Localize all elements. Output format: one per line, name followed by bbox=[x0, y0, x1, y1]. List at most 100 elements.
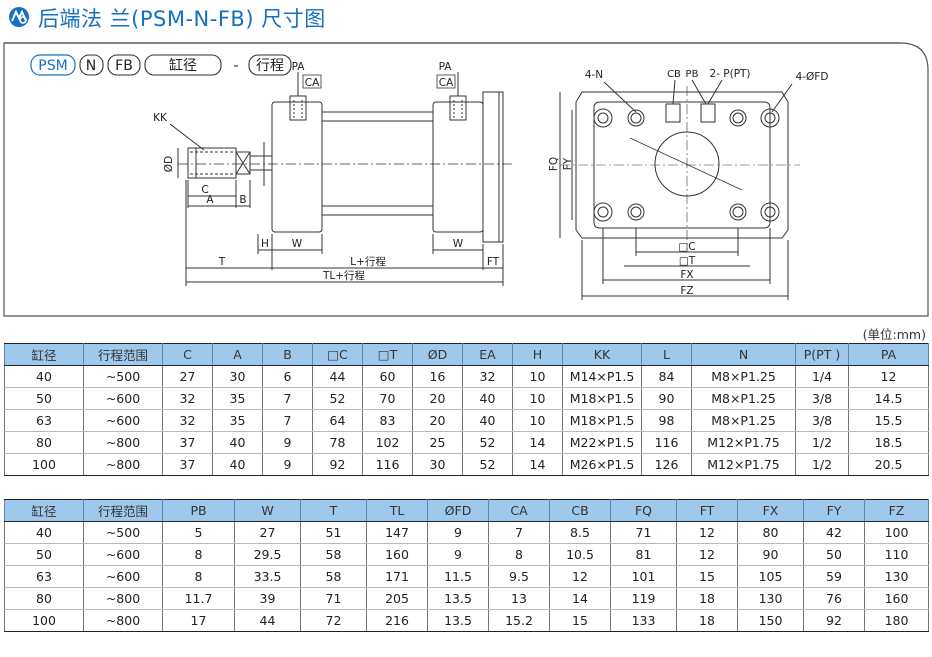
table-cell: 64 bbox=[312, 409, 363, 432]
table-cell: 10 bbox=[512, 365, 563, 388]
table-cell: 205 bbox=[366, 587, 428, 610]
label-h: H bbox=[261, 238, 269, 250]
table-cell: 10.5 bbox=[549, 543, 611, 566]
order-code-bore: 缸径 bbox=[169, 57, 197, 74]
table-cell: 39 bbox=[234, 587, 301, 610]
label-t: T bbox=[218, 256, 226, 268]
table-cell: 30 bbox=[212, 365, 263, 388]
table-cell: 18 bbox=[676, 609, 738, 632]
side-view bbox=[169, 72, 512, 286]
table-cell: 71 bbox=[300, 587, 367, 610]
table-cell: 50 bbox=[4, 387, 84, 410]
label-cb: CB bbox=[667, 69, 681, 80]
table-cell: 9 bbox=[262, 431, 313, 454]
table-cell: 30 bbox=[412, 453, 463, 476]
table-cell: 15.2 bbox=[488, 609, 550, 632]
column-header: □C bbox=[312, 343, 363, 366]
label-od: ØD bbox=[163, 156, 175, 172]
table-cell: 8 bbox=[488, 543, 550, 566]
label-ca-left: CA bbox=[305, 77, 320, 89]
order-code-series: PSM bbox=[38, 58, 67, 74]
label-fx: FX bbox=[680, 269, 693, 281]
column-header: KK bbox=[562, 343, 642, 366]
table-cell: 44 bbox=[234, 609, 301, 632]
column-header: □T bbox=[362, 343, 413, 366]
table-cell: 6 bbox=[262, 365, 313, 388]
table-cell: 160 bbox=[864, 587, 929, 610]
label-square-c: □C bbox=[678, 241, 695, 253]
table-cell: 40 bbox=[462, 387, 513, 410]
label-2-p-pt: 2- P(PT) bbox=[709, 68, 750, 80]
column-header: B bbox=[262, 343, 313, 366]
table-cell: 50 bbox=[4, 543, 84, 566]
table-cell: 9.5 bbox=[488, 565, 550, 588]
table-cell: 10 bbox=[512, 387, 563, 410]
dimension-drawing: PSM N FB 缸径 - 行程 bbox=[3, 42, 929, 317]
order-code-bore-box bbox=[144, 54, 222, 76]
table-cell: 98 bbox=[641, 409, 692, 432]
table-cell: 160 bbox=[366, 543, 428, 566]
table-cell: 130 bbox=[737, 587, 804, 610]
table-cell: ~500 bbox=[83, 521, 163, 544]
table-cell: 13 bbox=[488, 587, 550, 610]
column-header: EA bbox=[462, 343, 513, 366]
table-cell: 35 bbox=[212, 409, 263, 432]
table-cell: 9 bbox=[427, 543, 489, 566]
column-header: 缸径 bbox=[4, 343, 84, 366]
table-cell: 8.5 bbox=[549, 521, 611, 544]
label-fy: FY bbox=[562, 157, 574, 170]
table-cell: 35 bbox=[212, 387, 263, 410]
table-cell: M14×P1.5 bbox=[562, 365, 642, 388]
table-cell: 80 bbox=[737, 521, 804, 544]
table-cell: 18 bbox=[676, 587, 738, 610]
table-cell: 32 bbox=[162, 387, 213, 410]
column-header: FY bbox=[803, 499, 865, 522]
table-cell: 133 bbox=[610, 609, 677, 632]
table-cell: M12×P1.75 bbox=[691, 453, 796, 476]
column-header: 缸径 bbox=[4, 499, 84, 522]
table-cell: 12 bbox=[549, 565, 611, 588]
column-header: 行程范围 bbox=[83, 499, 163, 522]
table-cell: M26×P1.5 bbox=[562, 453, 642, 476]
column-header: CA bbox=[488, 499, 550, 522]
table-cell: 37 bbox=[162, 453, 213, 476]
label-c: C bbox=[201, 184, 208, 196]
table-cell: 5 bbox=[162, 521, 235, 544]
column-header: A bbox=[212, 343, 263, 366]
label-pa-left: PA bbox=[292, 61, 306, 73]
table-cell: 1/4 bbox=[795, 365, 849, 388]
page-title: 后端法 兰(PSM-N-FB) 尺寸图 bbox=[38, 7, 326, 31]
table-cell: 60 bbox=[362, 365, 413, 388]
table-cell: ~500 bbox=[83, 365, 163, 388]
table-cell: 9 bbox=[427, 521, 489, 544]
table-cell: ~600 bbox=[83, 409, 163, 432]
table-cell: M18×P1.5 bbox=[562, 409, 642, 432]
table-cell: 52 bbox=[462, 453, 513, 476]
table-cell: ~800 bbox=[83, 587, 163, 610]
column-header: PB bbox=[162, 499, 235, 522]
table-cell: 150 bbox=[737, 609, 804, 632]
column-header: W bbox=[234, 499, 301, 522]
column-header: P(PT ) bbox=[795, 343, 849, 366]
label-l-stroke: L+行程 bbox=[350, 255, 386, 268]
column-header: H bbox=[512, 343, 563, 366]
table-cell: 58 bbox=[300, 565, 367, 588]
table-cell: 12 bbox=[848, 365, 929, 388]
column-header: C bbox=[162, 343, 213, 366]
table-cell: 42 bbox=[803, 521, 865, 544]
label-ft: FT bbox=[487, 256, 500, 268]
table-cell: 27 bbox=[162, 365, 213, 388]
table-cell: 116 bbox=[641, 431, 692, 454]
table-cell: 101 bbox=[610, 565, 677, 588]
table-cell: 3/8 bbox=[795, 409, 849, 432]
table-cell: M12×P1.75 bbox=[691, 431, 796, 454]
table-cell: 8 bbox=[162, 543, 235, 566]
table-cell: M8×P1.25 bbox=[691, 365, 796, 388]
page-header: 后端法 兰(PSM-N-FB) 尺寸图 bbox=[0, 0, 932, 34]
table-cell: 40 bbox=[212, 431, 263, 454]
